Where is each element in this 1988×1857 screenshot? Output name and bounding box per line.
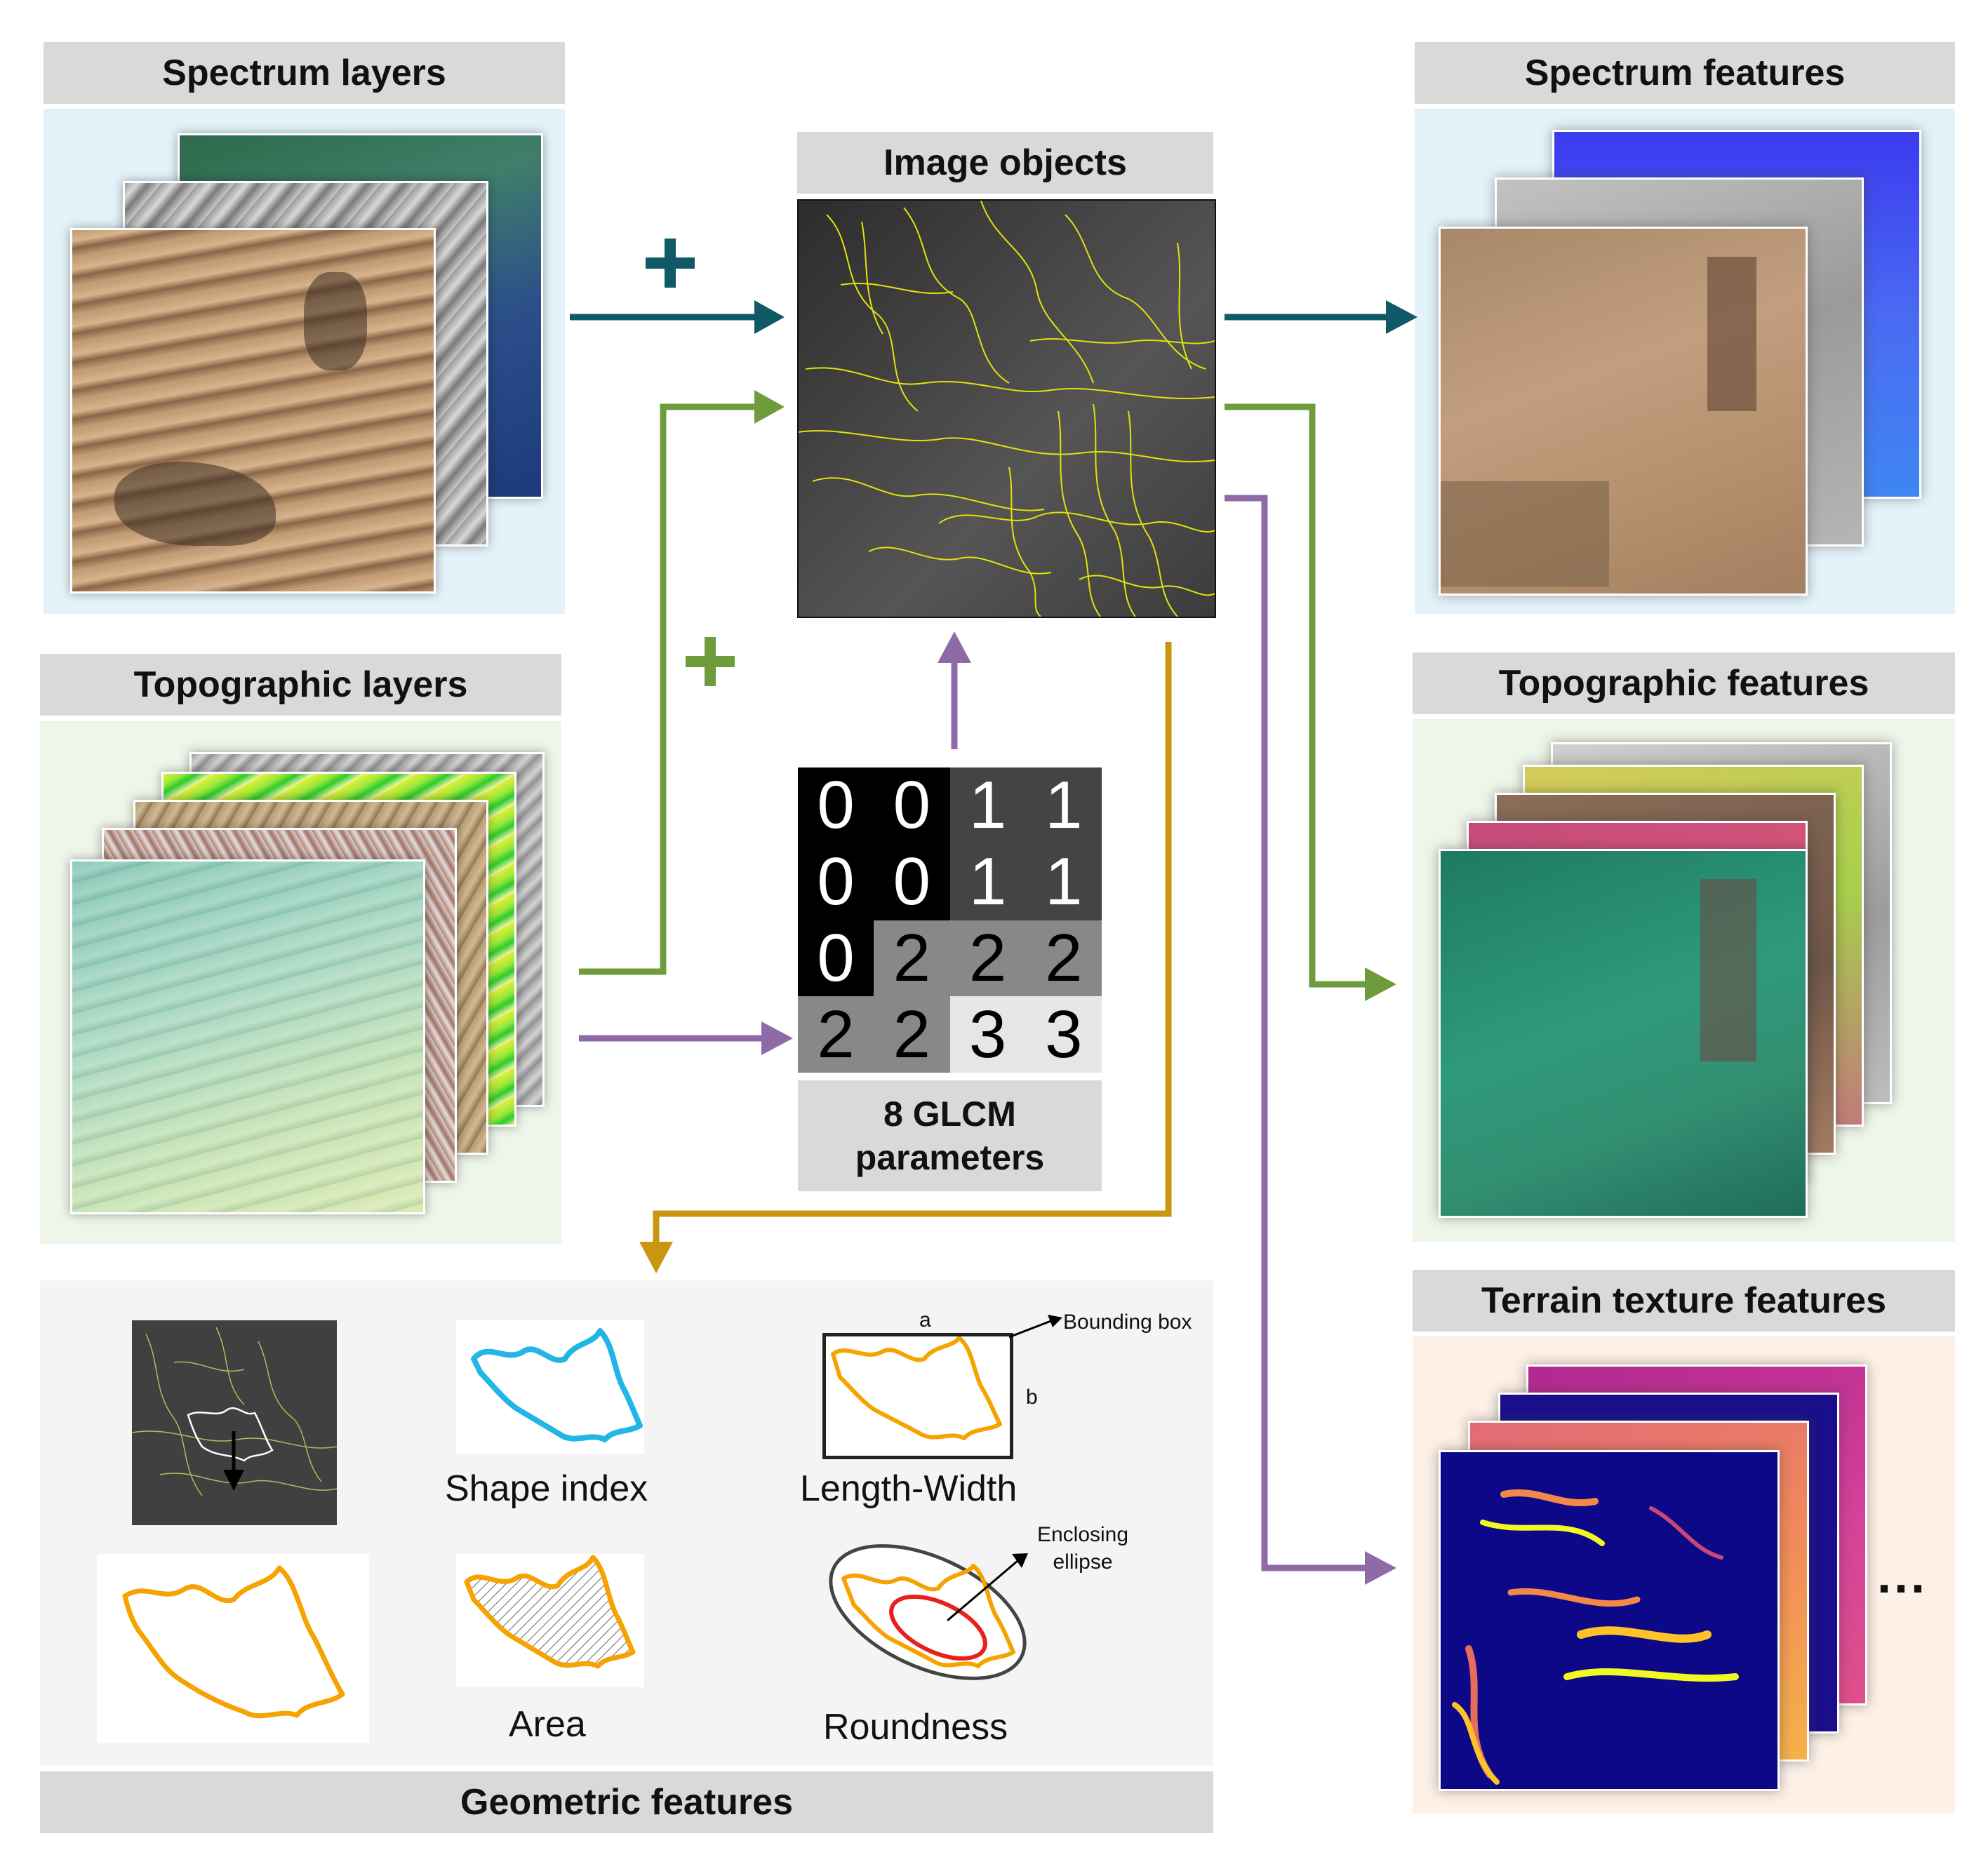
arrowhead (754, 300, 785, 334)
spectrum-layer-true-color (70, 228, 436, 594)
glcm-cell: 0 (798, 920, 874, 997)
arrowhead (938, 631, 971, 663)
plus-icon (686, 637, 735, 686)
arrowhead (1365, 1551, 1396, 1585)
glcm-cell: 0 (874, 767, 950, 844)
terrain-texture-header: Terrain texture features (1413, 1270, 1955, 1332)
gold-arrow (653, 642, 1172, 1245)
texture-feature-plasma (1439, 1450, 1780, 1791)
side-a-label: a (919, 1308, 931, 1332)
bounding-box-label: Bounding box (1063, 1310, 1192, 1334)
roundness-label: Roundness (823, 1707, 1008, 1748)
topographic-features-header: Topographic features (1413, 652, 1955, 714)
shape-index-label: Shape index (445, 1468, 648, 1509)
topographic-layers-header: Topographic layers (40, 654, 561, 716)
image-objects-map (797, 199, 1216, 618)
bounding-box-arrow-icon (1009, 1315, 1062, 1339)
image-objects-header: Image objects (797, 132, 1213, 194)
roundness-figure (822, 1529, 1033, 1691)
glcm-cell: 1 (1025, 767, 1102, 844)
extracted-object-outline (97, 1554, 369, 1743)
topo-layer-hillshade (70, 859, 425, 1214)
arrowhead (761, 1021, 793, 1055)
geometric-features-header: Geometric features (40, 1771, 1213, 1833)
green-arrow-in (579, 403, 758, 975)
spectrum-layers-header: Spectrum layers (44, 42, 565, 104)
glcm-cell: 2 (874, 996, 950, 1073)
arrowhead (754, 390, 785, 424)
spectrum-feature-brown (1439, 227, 1808, 596)
segmented-object-thumbnail (132, 1320, 337, 1525)
glcm-cell: 2 (1025, 920, 1102, 997)
glcm-cell: 3 (949, 996, 1026, 1073)
glcm-cell: 0 (798, 767, 874, 844)
topo-feature-teal (1439, 849, 1808, 1218)
length-width-figure (822, 1333, 1013, 1459)
green-arrow-out (1225, 403, 1368, 988)
length-width-label: Length-Width (800, 1468, 1018, 1509)
side-b-label: b (1026, 1386, 1038, 1409)
glcm-cell: 0 (798, 843, 874, 920)
glcm-cell: 2 (874, 920, 950, 997)
area-figure (456, 1554, 644, 1687)
plus-icon (646, 239, 695, 288)
glcm-cell: 1 (949, 843, 1026, 920)
extract-arrow-icon (223, 1431, 244, 1491)
shape-index-figure (456, 1320, 644, 1454)
glcm-cell: 3 (1025, 996, 1102, 1073)
enclosing-ellipse-label: Enclosing ellipse (1036, 1523, 1129, 1574)
enclosing-ellipse-arrow-icon (947, 1553, 1028, 1622)
arrowhead (1365, 967, 1396, 1001)
glcm-cell: 0 (874, 843, 950, 920)
arrowhead (1386, 300, 1417, 334)
glcm-parameters-label: 8 GLCM parameters (798, 1080, 1102, 1191)
more-features-ellipsis: ... (1877, 1548, 1928, 1604)
glcm-cell: 1 (1025, 843, 1102, 920)
glcm-matrix: 0 0 1 1 0 0 1 1 0 2 2 2 2 2 3 3 (798, 767, 1102, 1073)
glcm-cell: 1 (949, 767, 1026, 844)
glcm-cell: 2 (949, 920, 1026, 997)
arrowhead (639, 1242, 673, 1273)
glcm-cell: 2 (798, 996, 874, 1073)
purple-arrow-out (1225, 495, 1368, 1571)
area-label: Area (509, 1704, 586, 1745)
spectrum-features-header: Spectrum features (1415, 42, 1955, 104)
